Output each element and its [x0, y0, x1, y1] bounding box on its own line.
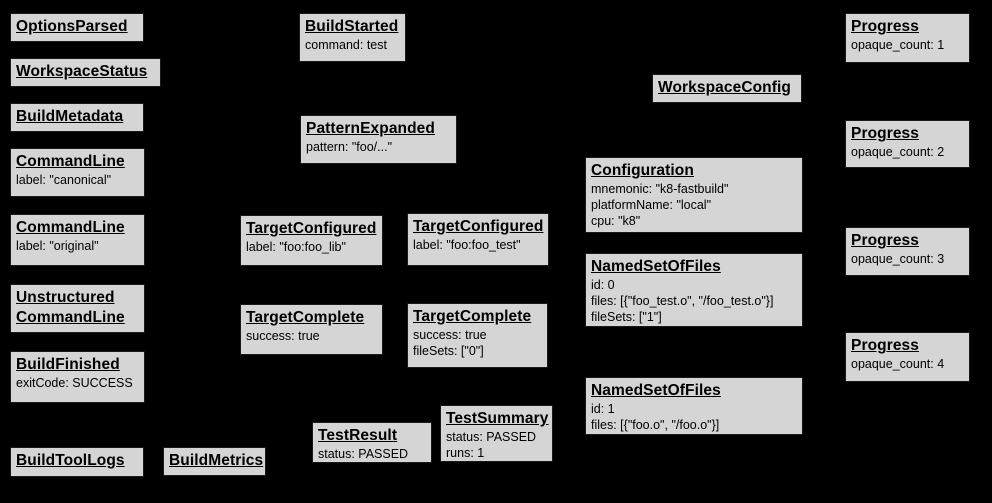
- node-fields: status: PASSED: [318, 447, 409, 461]
- event-node-target-complete-foo-lib: TargetComplete success: true: [240, 304, 383, 355]
- node-fields: opaque_count: 2: [851, 145, 945, 159]
- node-title: TargetComplete: [246, 309, 365, 326]
- node-title: WorkspaceConfig: [658, 79, 791, 96]
- node-fields: command: test: [305, 38, 387, 52]
- node-title: Progress: [851, 125, 919, 142]
- node-fields: label: "foo:foo_test": [413, 238, 521, 252]
- node-title: Progress: [851, 232, 919, 249]
- event-node-target-complete-foo-test: TargetComplete success: true fileSets: ["…: [407, 303, 548, 368]
- node-fields: mnemonic: "k8-fastbuild" platformName: "…: [591, 182, 729, 228]
- event-node-options-parsed: OptionsParsed: [10, 13, 144, 42]
- node-title: TestSummary: [446, 410, 549, 427]
- event-node-test-summary: TestSummary status: PASSED runs: 1: [440, 405, 553, 462]
- node-title: NamedSetOfFiles: [591, 258, 721, 275]
- node-title: CommandLine: [16, 153, 125, 170]
- event-node-target-configured-foo-test: TargetConfigured label: "foo:foo_test": [407, 213, 549, 266]
- node-title: CommandLine: [16, 219, 125, 236]
- node-fields: label: "original": [16, 239, 99, 253]
- node-title: TargetComplete: [413, 308, 532, 325]
- node-title: TargetConfigured: [413, 218, 544, 235]
- node-fields: label: "canonical": [16, 173, 112, 187]
- node-fields: opaque_count: 4: [851, 357, 945, 371]
- event-node-unstructured-command-line: Unstructured CommandLine: [10, 284, 145, 333]
- event-node-build-finished: BuildFinished exitCode: SUCCESS: [10, 351, 145, 403]
- event-node-command-line-canonical: CommandLine label: "canonical": [10, 148, 145, 197]
- event-node-build-metrics: BuildMetrics: [163, 447, 266, 476]
- event-node-workspace-config: WorkspaceConfig: [652, 74, 802, 103]
- node-title: Configuration: [591, 162, 694, 179]
- node-fields: label: "foo:foo_lib": [246, 240, 346, 254]
- event-node-build-metadata: BuildMetadata: [10, 103, 144, 132]
- node-title: BuildMetadata: [16, 108, 124, 125]
- event-node-test-result: TestResult status: PASSED: [312, 422, 432, 463]
- event-node-named-set-of-files-1: NamedSetOfFiles id: 1 files: [{"foo.o", "…: [585, 377, 803, 435]
- node-title: BuildFinished: [16, 356, 120, 373]
- node-fields: success: true: [246, 329, 320, 343]
- node-fields: opaque_count: 3: [851, 252, 945, 266]
- node-title: Progress: [851, 18, 919, 35]
- node-title: OptionsParsed: [16, 18, 128, 35]
- event-node-named-set-of-files-0: NamedSetOfFiles id: 0 files: [{"foo_test.…: [585, 253, 803, 327]
- event-node-workspace-status: WorkspaceStatus: [10, 58, 161, 87]
- node-title: BuildToolLogs: [16, 452, 125, 469]
- event-node-build-started: BuildStarted command: test: [299, 13, 406, 62]
- node-title: BuildStarted: [305, 18, 399, 35]
- event-node-target-configured-foo-lib: TargetConfigured label: "foo:foo_lib": [240, 215, 383, 266]
- node-fields: id: 0 files: [{"foo_test.o", "/foo_test.…: [591, 278, 774, 324]
- node-fields: pattern: "foo/...": [306, 140, 393, 154]
- event-node-progress-2: Progress opaque_count: 2: [845, 120, 970, 168]
- node-fields: opaque_count: 1: [851, 38, 945, 52]
- node-title: Progress: [851, 337, 919, 354]
- node-fields: id: 1 files: [{"foo.o", "/foo.o"}]: [591, 402, 720, 432]
- event-node-build-tool-logs: BuildToolLogs: [10, 447, 144, 477]
- node-title: PatternExpanded: [306, 120, 435, 137]
- event-node-command-line-original: CommandLine label: "original": [10, 214, 145, 266]
- node-title: TestResult: [318, 427, 398, 444]
- node-title: TargetConfigured: [246, 220, 377, 237]
- event-node-configuration: Configuration mnemonic: "k8-fastbuild" pl…: [585, 157, 803, 233]
- node-title: Unstructured CommandLine: [16, 289, 125, 326]
- node-fields: status: PASSED runs: 1: [446, 430, 537, 460]
- node-title: WorkspaceStatus: [16, 63, 148, 80]
- node-title: BuildMetrics: [169, 452, 264, 469]
- event-node-pattern-expanded: PatternExpanded pattern: "foo/...": [300, 115, 457, 164]
- node-fields: exitCode: SUCCESS: [16, 376, 133, 390]
- event-node-progress-3: Progress opaque_count: 3: [845, 227, 970, 276]
- node-fields: success: true fileSets: ["0"]: [413, 328, 487, 358]
- event-node-progress-1: Progress opaque_count: 1: [845, 13, 970, 63]
- node-title: NamedSetOfFiles: [591, 382, 721, 399]
- event-node-progress-4: Progress opaque_count: 4: [845, 332, 970, 382]
